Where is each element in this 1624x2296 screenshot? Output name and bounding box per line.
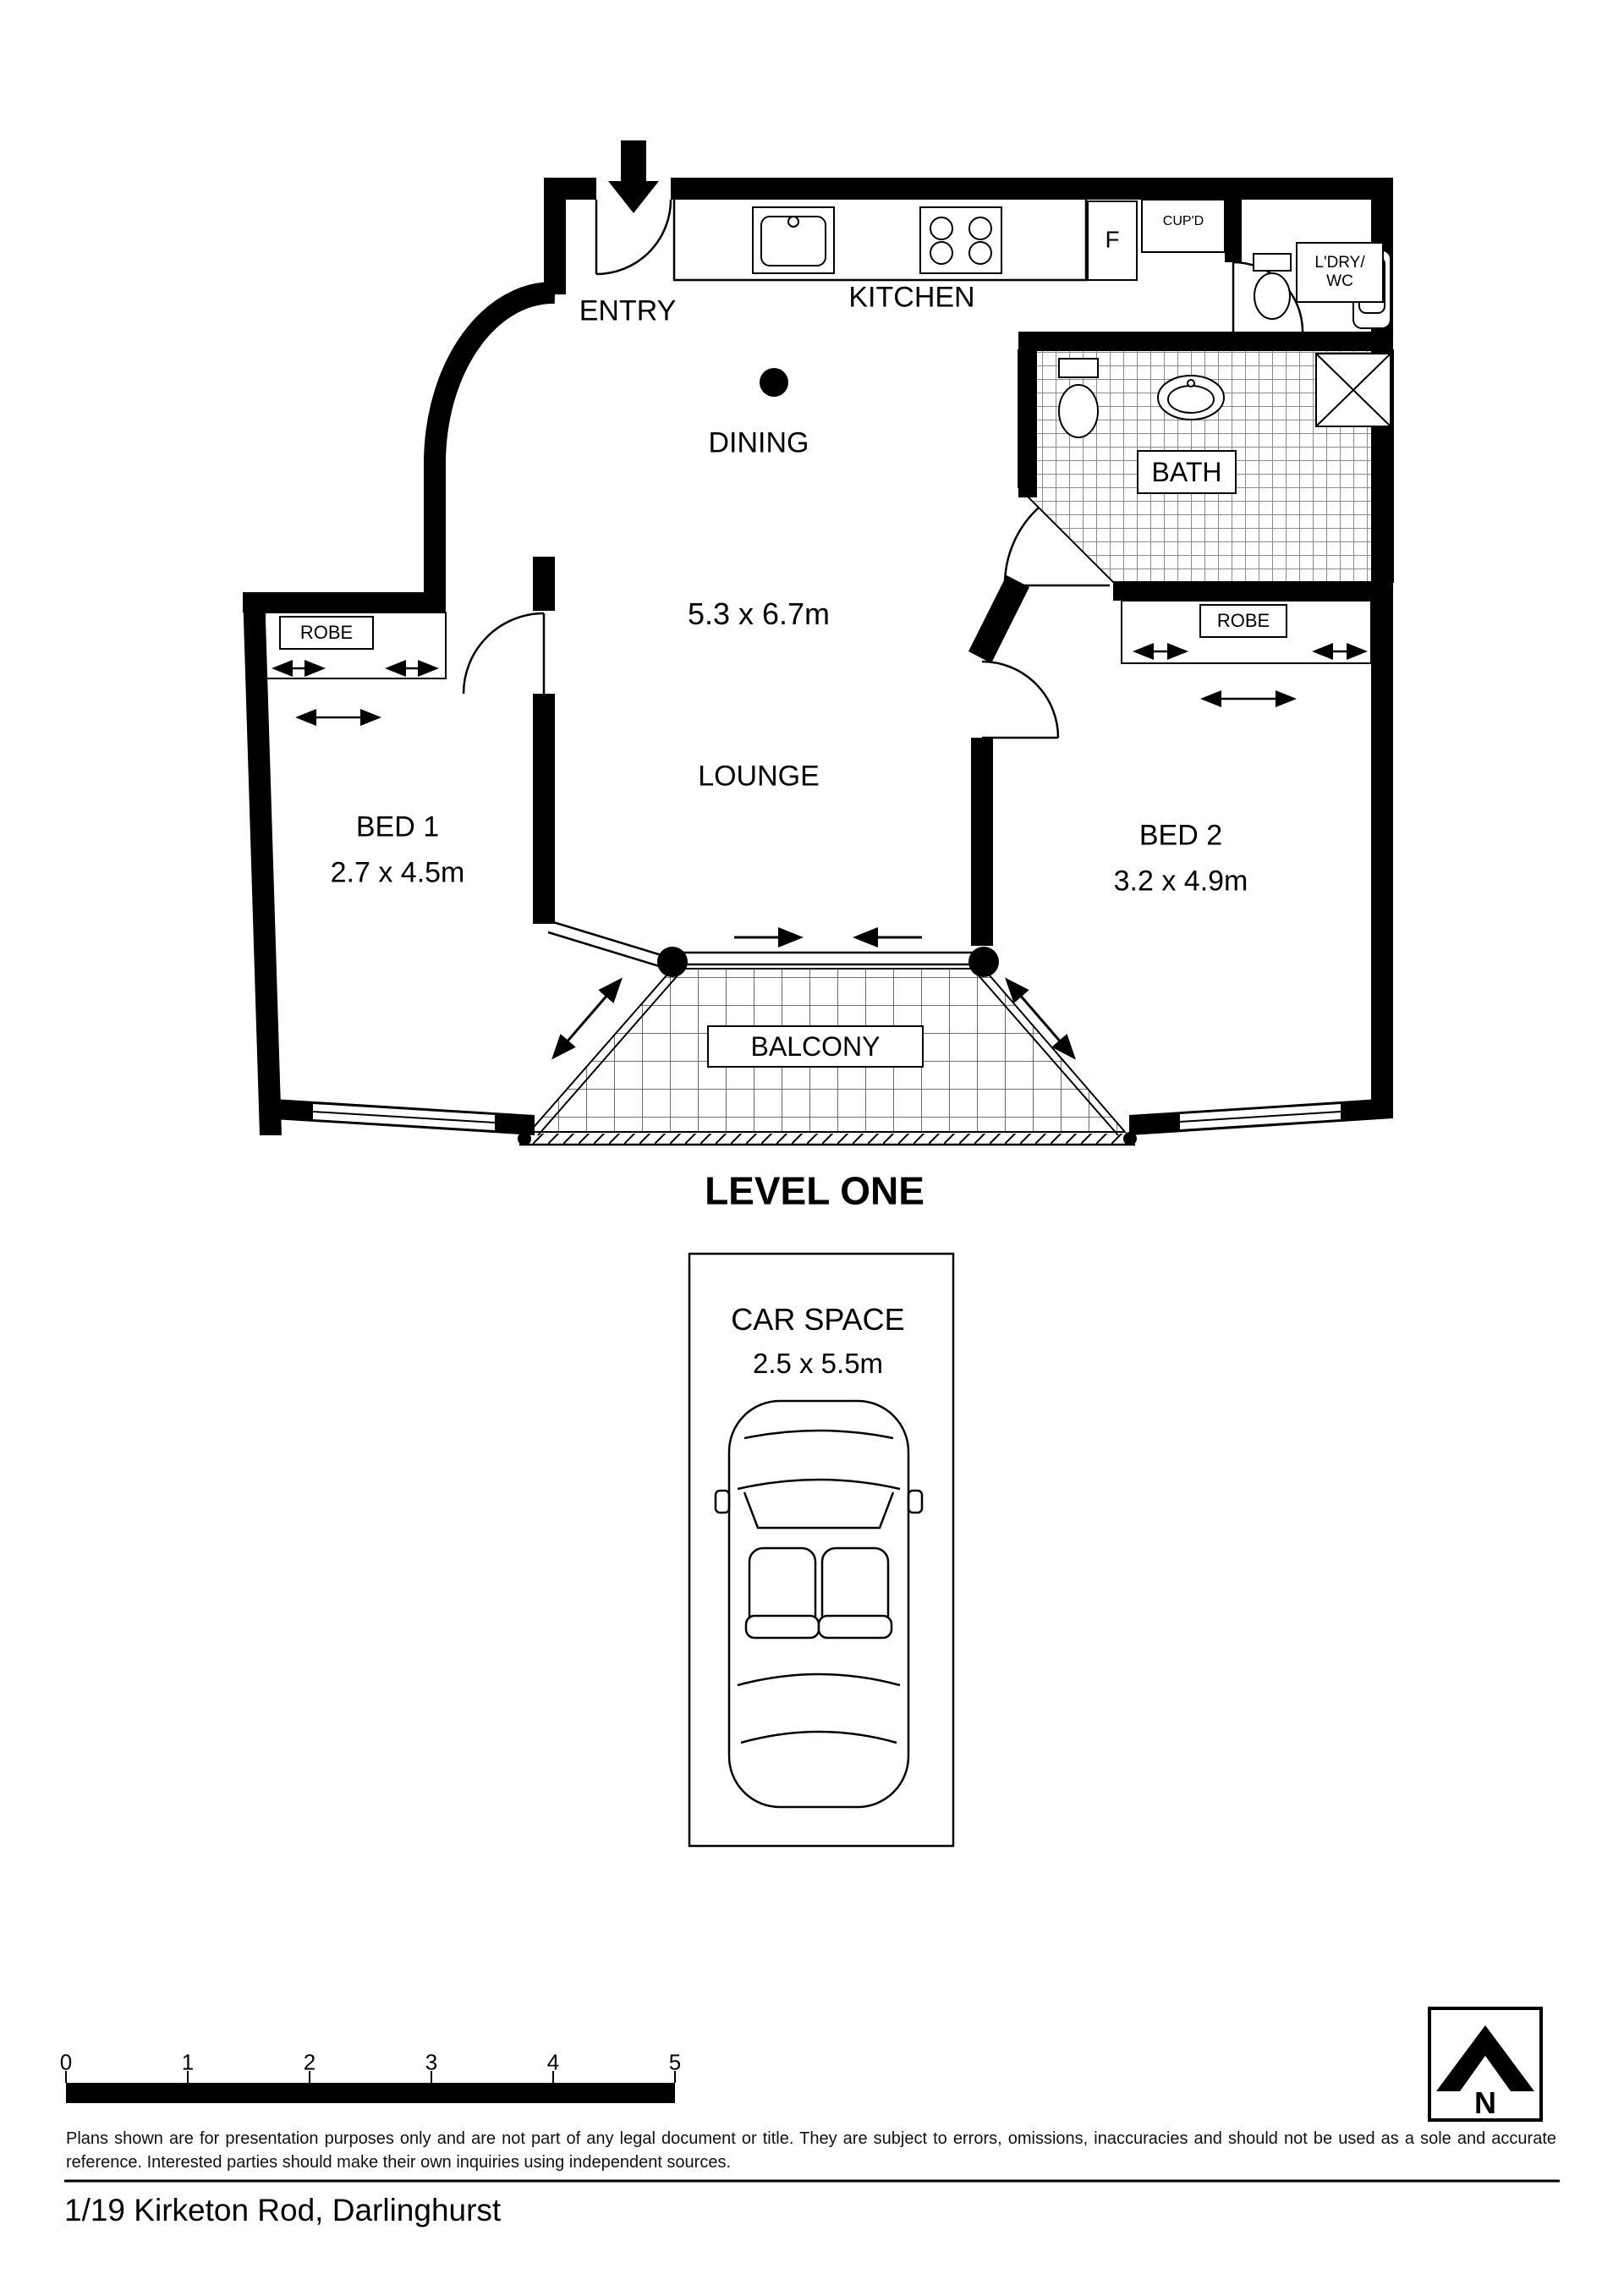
car-icon	[714, 1399, 924, 1809]
balcony-post-left	[657, 947, 688, 977]
disclaimer-text: Plans shown are for presentation purpose…	[66, 2129, 1556, 2172]
windows	[312, 1104, 1341, 1130]
balcony-sliding-doors	[547, 920, 984, 970]
robe-recesses	[264, 600, 1372, 679]
laundry-label-line2: WC	[1326, 272, 1353, 290]
entry-label: ENTRY	[579, 294, 677, 327]
kitchen-sink-icon	[752, 206, 835, 274]
bath-label-box: BATH	[1137, 450, 1237, 494]
car-space-label: CAR SPACE	[731, 1302, 905, 1338]
robe-bed2-label-box: ROBE	[1199, 604, 1287, 638]
fridge-outline	[1087, 200, 1138, 281]
laundry-label-line1: L'DRY/	[1314, 254, 1365, 272]
laundry-label-box: L'DRY/ WC	[1296, 242, 1384, 303]
car-space-outline	[688, 1252, 955, 1848]
door-arcs	[462, 199, 1304, 739]
car-space-dims: 2.5 x 5.5m	[752, 1347, 884, 1379]
scale-tick-1: 1	[181, 2049, 195, 2075]
kitchen-label: KITCHEN	[848, 281, 975, 314]
bed2-label: BED 2	[1138, 819, 1223, 852]
balcony-post-bottom-right	[1123, 1132, 1137, 1145]
north-label: N	[1474, 2085, 1496, 2121]
entry-arrow-icon	[608, 140, 659, 213]
bed1-label: BED 1	[355, 810, 440, 843]
balcony-post-bottom-left	[518, 1132, 531, 1145]
north-compass-icon	[1428, 2007, 1543, 2122]
bed1-dims: 2.7 x 4.5m	[330, 856, 465, 889]
sliding-door-arrows	[551, 927, 1076, 1060]
bed2-dims: 3.2 x 4.9m	[1113, 865, 1248, 898]
lounge-dims: 5.3 x 6.7m	[687, 596, 831, 632]
dining-table-icon	[760, 368, 788, 397]
fridge-label: F	[1105, 226, 1120, 253]
robe-bed1-label-box: ROBE	[279, 616, 374, 650]
bath-basin-icon	[1157, 375, 1225, 420]
cupboard-outline	[1141, 199, 1226, 253]
laundry-toilet-icon	[1253, 253, 1292, 320]
shower-icon	[1315, 353, 1391, 427]
bath-toilet-icon	[1058, 358, 1099, 438]
scale-tick-5: 5	[668, 2049, 682, 2075]
scale-bar	[65, 2071, 676, 2103]
scale-tick-3: 3	[425, 2049, 438, 2075]
dining-label: DINING	[708, 426, 809, 459]
stove-icon	[919, 206, 1002, 274]
property-address: 1/19 Kirketon Rod, Darlinghurst	[64, 2193, 502, 2227]
robe-sliding-arrows	[272, 643, 1368, 726]
cupboard-label: CUP'D	[1162, 214, 1204, 229]
walls	[243, 178, 1393, 1135]
scale-tick-2: 2	[303, 2049, 316, 2075]
scale-tick-0: 0	[59, 2049, 73, 2075]
kitchen-counter	[672, 200, 1088, 282]
lounge-label: LOUNGE	[698, 760, 820, 793]
balcony-label-box: BALCONY	[707, 1025, 924, 1068]
balcony-post-right	[968, 947, 999, 977]
level-title: LEVEL ONE	[705, 1168, 924, 1213]
scale-tick-4: 4	[546, 2049, 560, 2075]
